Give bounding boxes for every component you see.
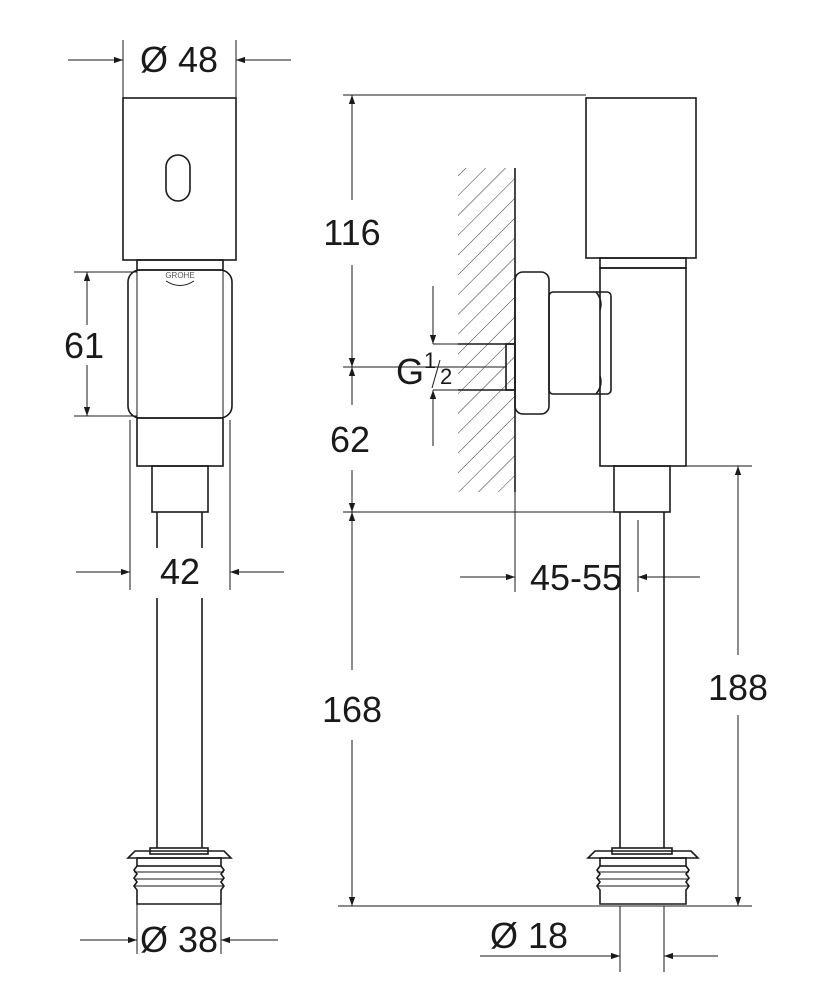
- label-button-height: 61: [64, 325, 104, 366]
- sensor-window-icon: [165, 154, 191, 202]
- side-valve-body: [599, 267, 687, 467]
- side-connector: [613, 465, 671, 513]
- dim-lower-height: 62: [330, 367, 370, 512]
- label-thread-denominator: 2: [440, 364, 452, 389]
- label-thread-numerator: 1: [424, 348, 436, 373]
- dim-button-height: 61: [64, 271, 137, 417]
- label-pipe-diameter: Ø 18: [490, 915, 568, 956]
- dim-body-width: 42: [76, 420, 284, 592]
- valve-body: [136, 417, 224, 467]
- dim-pipe-diameter: Ø 18: [480, 906, 718, 972]
- label-wall-range: 45-55: [530, 557, 622, 598]
- dim-top-height: 116: [323, 95, 381, 367]
- dim-wall-range: 45-55: [460, 492, 700, 598]
- side-waste-fitting: [586, 847, 700, 905]
- connector: [151, 465, 209, 513]
- wall-flange: [514, 271, 550, 415]
- flush-button: [127, 269, 233, 419]
- label-top-diameter: Ø 48: [140, 39, 218, 80]
- side-sensor-cap: [585, 97, 697, 259]
- label-outlet-height: 188: [708, 667, 768, 708]
- sensor-cap: [122, 97, 237, 261]
- label-body-width: 42: [160, 551, 200, 592]
- dim-top-diameter: Ø 48: [68, 39, 291, 98]
- wall-hatch: [458, 168, 515, 492]
- dim-outlet-height: 188: [708, 466, 768, 906]
- side-view: 116 G 1 2 62 45-55: [322, 94, 768, 972]
- label-bottom-diameter: Ø 38: [140, 919, 218, 960]
- dim-bottom-diameter: Ø 38: [80, 892, 278, 960]
- label-pipe-height: 168: [322, 689, 382, 730]
- waste-fitting: [126, 847, 233, 905]
- brand-mark: GROHE: [165, 271, 194, 280]
- label-top-height: 116: [323, 212, 380, 253]
- dim-pipe-height: 168: [322, 512, 382, 906]
- label-thread-prefix: G: [396, 351, 424, 392]
- front-view: Ø 48 GROHE 61: [64, 39, 291, 960]
- thread-callout: G 1 2: [396, 286, 458, 446]
- label-lower-height: 62: [330, 419, 370, 460]
